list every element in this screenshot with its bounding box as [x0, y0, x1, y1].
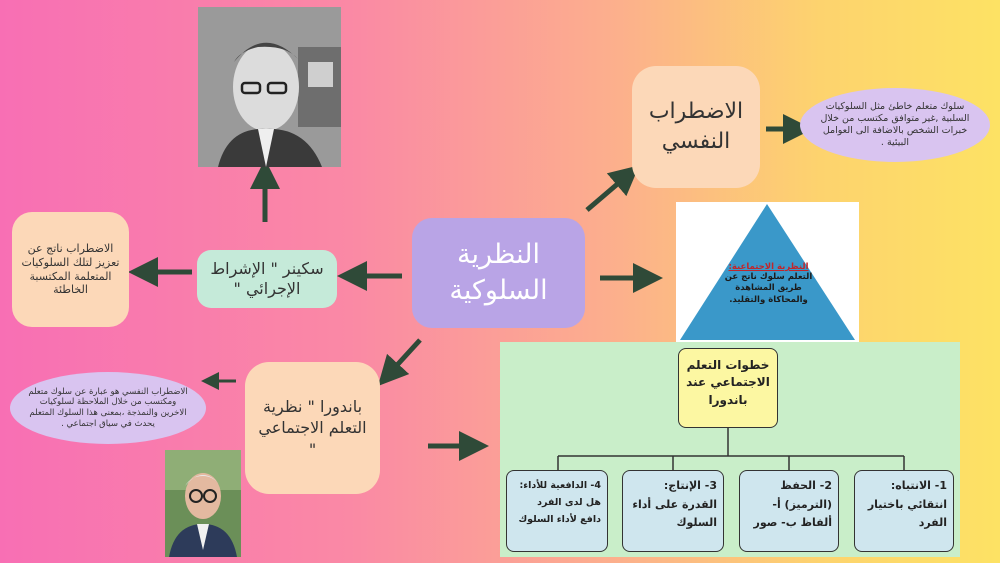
step-1-text: 1- الانتباه: انتقائي باختيار الفرد: [867, 479, 947, 530]
step-2-text: 2- الحفظ (الترميز) أ- ألفاظ ب- صور: [753, 479, 832, 530]
psych-note-bubble: سلوك متعلم خاطئ مثل السلوكيات السلبية ,غ…: [800, 88, 990, 162]
psych-note-text: سلوك متعلم خاطئ مثل السلوكيات السلبية ,غ…: [820, 101, 970, 148]
social-theory-panel: النظرية الاجتماعية: التعلم سلوك ناتج عن …: [676, 202, 859, 342]
bandura-photo: [165, 450, 241, 557]
steps-root-text: خطوات التعلم الاجتماعي عند باندورا: [686, 358, 770, 407]
steps-chart: خطوات التعلم الاجتماعي عند باندورا 1- ال…: [500, 342, 960, 557]
skinner-photo: [198, 7, 341, 167]
skinner-note-box: الاضطراب ناتج عن تعزيز لتلك السلوكيات ال…: [12, 212, 129, 327]
step-3-text: 3- الإنتاج: القدرة على أداء السلوك: [632, 479, 717, 530]
step-2-box: 2- الحفظ (الترميز) أ- ألفاظ ب- صور: [739, 470, 839, 552]
arrow-center-to-disorder: [585, 165, 640, 212]
bandura-note-text: الاضطراب النفسي هو عبارة عن سلوك متعلم و…: [28, 386, 188, 429]
bandura-label: باندورا " نظرية التعلم الاجتماعي ": [258, 396, 367, 459]
center-title-box: النظرية السلوكية: [412, 218, 585, 328]
triangle-shape: [680, 204, 855, 340]
step-4-box: 4- الدافعية للأداء: هل لدى الفرد دافع لأ…: [506, 470, 608, 552]
steps-connectors: [557, 428, 905, 470]
triangle-heading: النظرية الاجتماعية:: [728, 262, 809, 272]
center-title: النظرية السلوكية: [449, 238, 548, 306]
arrow-center-to-bandura: [377, 338, 422, 387]
steps-root-box: خطوات التعلم الاجتماعي عند باندورا: [678, 348, 778, 428]
skinner-box: سكينر " الإشراط الإجرائي ": [197, 250, 337, 308]
step-1-box: 1- الانتباه: انتقائي باختيار الفرد: [854, 470, 954, 552]
bandura-note-bubble: الاضطراب النفسي هو عبارة عن سلوك متعلم و…: [10, 372, 206, 444]
skinner-label: سكينر " الإشراط الإجرائي ": [210, 259, 324, 298]
skinner-note-text: الاضطراب ناتج عن تعزيز لتلك السلوكيات ال…: [21, 242, 120, 297]
triangle-body: التعلم سلوك ناتج عن طريق المشاهدة والمحا…: [724, 272, 813, 305]
psych-disorder-box: الاضطراب النفسي: [632, 66, 760, 188]
step-4-text: 4- الدافعية للأداء: هل لدى الفرد دافع لأ…: [518, 480, 601, 526]
psych-disorder-title: الاضطراب النفسي: [648, 99, 744, 154]
bandura-box: باندورا " نظرية التعلم الاجتماعي ": [245, 362, 380, 494]
step-3-box: 3- الإنتاج: القدرة على أداء السلوك: [622, 470, 724, 552]
